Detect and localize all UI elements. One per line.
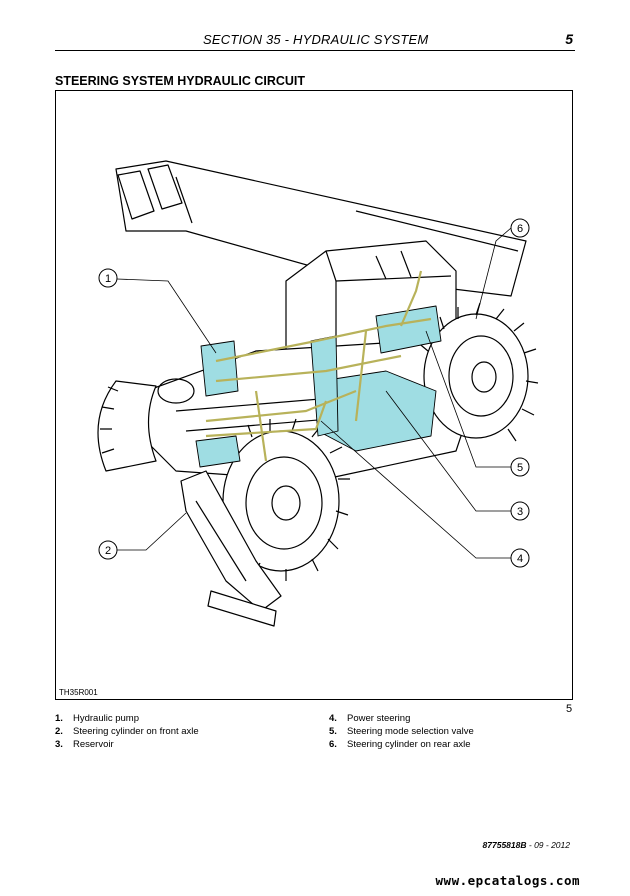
figure-number: 5 <box>566 703 573 715</box>
legend-item: 1.Hydraulic pump <box>55 713 139 724</box>
hydraulic-pump-part <box>200 340 239 397</box>
callout-2-label: 2 <box>105 545 111 557</box>
watermark: www.epcatalogs.com <box>435 873 580 888</box>
document-id: 87755818B - 09 - 2012 <box>482 840 570 850</box>
figure-frame: 1 2 3 4 5 6 TH35R001 <box>55 90 573 700</box>
callout-4: 4 <box>320 420 530 568</box>
legend-item: 5.Steering mode selection valve <box>329 726 474 737</box>
callout-3-label: 3 <box>517 506 523 518</box>
callout-6: 6 <box>475 218 530 320</box>
callout-1: 1 <box>98 268 217 354</box>
header-rule <box>55 50 575 51</box>
stabilizer-leg <box>180 470 282 612</box>
legend-item: 4.Power steering <box>329 713 411 724</box>
figure-reference: TH35R001 <box>59 688 98 697</box>
telehandler-illustration: 1 2 3 4 5 6 <box>97 160 539 627</box>
page-number: 5 <box>565 31 573 47</box>
callout-1-label: 1 <box>105 273 111 285</box>
figure-heading: STEERING SYSTEM HYDRAULIC CIRCUIT <box>55 74 306 88</box>
legend-item: 2.Steering cylinder on front axle <box>55 726 199 737</box>
callout-5-label: 5 <box>517 462 523 474</box>
section-title: SECTION 35 - HYDRAULIC SYSTEM <box>203 32 429 47</box>
left-wheel <box>97 378 195 472</box>
callout-4-label: 4 <box>517 553 523 565</box>
callout-3: 3 <box>385 390 530 521</box>
legend-item: 3.Reservoir <box>55 739 114 750</box>
legend-item: 6.Steering cylinder on rear axle <box>329 739 471 750</box>
page-header: SECTION 35 - HYDRAULIC SYSTEM 5 <box>55 30 575 50</box>
callout-5: 5 <box>425 330 530 477</box>
front-cylinder-part <box>195 435 241 468</box>
rear-wheel <box>423 302 539 442</box>
callout-2: 2 <box>98 512 187 560</box>
callout-6-label: 6 <box>517 223 523 235</box>
steering-mode-valve <box>375 305 442 354</box>
